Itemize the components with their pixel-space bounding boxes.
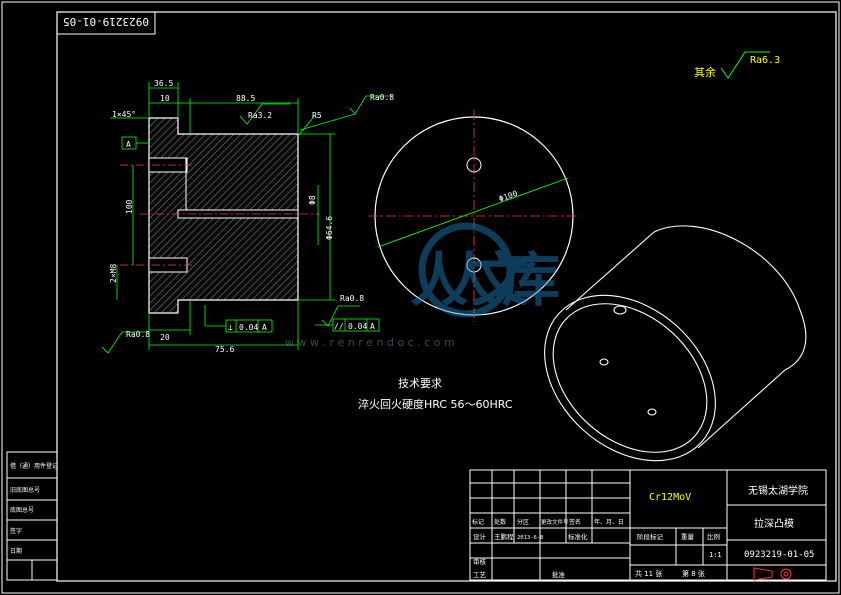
tb-date: 2013-6-8: [517, 535, 544, 541]
dim-2xm8: 2×M8: [109, 264, 118, 283]
drawing-number: 0923219-01-05: [744, 550, 814, 560]
tb-scale-label: 比例: [707, 532, 720, 541]
tb-scale-value: 1:1: [709, 551, 722, 559]
tol-par-val: 0.04: [348, 322, 367, 331]
dim-phi64: Φ64.6: [325, 216, 334, 240]
dim-r5: R5: [312, 111, 322, 120]
dim-phi8: Φ8: [308, 195, 317, 205]
tb-row-mark: 标记: [472, 518, 484, 526]
tol-par-sym: //: [334, 322, 344, 331]
material: Cr12MoV: [649, 492, 691, 503]
strip-label-4: 日期: [10, 547, 22, 555]
tb-row-changedoc: 更改文件号: [541, 518, 569, 526]
watermark-url: w w w . r e n r e n d o c . c o m: [285, 336, 455, 349]
watermark: 人人文库 w w w . r e n r e n d o c . c o m: [285, 222, 560, 349]
tol-perp-val: 0.04: [239, 323, 258, 332]
strip-label-1: 旧底图总号: [10, 486, 40, 494]
left-registration-strip: [6, 451, 58, 581]
tb-row-count: 处数: [494, 518, 506, 526]
strip-label-2: 底图总号: [10, 506, 34, 514]
general-roughness: 其余 Ra6.3: [694, 51, 780, 79]
part-name: 拉深凸模: [754, 517, 794, 530]
inner-frame: [56, 11, 837, 582]
tech-req-title: 技术要求: [398, 377, 442, 390]
mirrored-drawing-number: 0923219-01-05: [63, 15, 149, 28]
tb-stage-label: 阶段标记: [637, 532, 664, 541]
tb-row-zone: 分区: [517, 518, 529, 526]
tol-par-ref: A: [370, 322, 375, 331]
roughness-0-8-b: Ra0.8: [126, 330, 150, 339]
roughness-3-2: Ra3.2: [248, 111, 272, 120]
dim-88-5: 88.5: [236, 94, 255, 103]
tb-row-sign: 签名: [569, 518, 581, 526]
roughness-0-8-a: Ra0.8: [370, 93, 394, 102]
tb-sheet-number: 第 8 张: [682, 569, 705, 578]
dim-20: 20: [160, 333, 170, 342]
section-view: 36.5 10 88.5 R5 Ra3.2 Ra0.8 Ra0.8 Ra0.8 …: [101, 79, 394, 354]
roughness-0-8-c: Ra0.8: [340, 294, 364, 303]
projection-symbol-icon: [753, 567, 792, 581]
watermark-brand: 人人文库: [410, 246, 560, 314]
dim-36-5: 36.5: [154, 79, 173, 88]
mirrored-number-box: 0923219-01-05: [56, 11, 156, 35]
technical-requirements: 技术要求 淬火回火硬度HRC 56～60HRC: [358, 377, 513, 411]
tol-perp-sym: ⊥: [228, 323, 233, 332]
tb-weight-label: 重量: [681, 533, 695, 541]
dim-75-6: 75.6: [215, 345, 234, 354]
datum-a: A: [126, 140, 131, 149]
tb-designer: 王鹏程: [494, 532, 514, 541]
tol-perp-ref: A: [262, 323, 267, 332]
chamfer-note: 1×45°: [112, 110, 136, 119]
isometric-view: [544, 225, 807, 462]
strip-label-0: 借（通）用件登记: [10, 462, 58, 470]
tb-review-label: 审核: [473, 557, 487, 566]
dim-100: 100: [125, 199, 134, 214]
tech-req-line1: 淬火回火硬度HRC 56～60HRC: [358, 397, 513, 411]
general-roughness-label: 其余: [694, 65, 716, 79]
tb-row-date: 年、月、日: [594, 518, 624, 526]
tb-std-label: 标准化: [568, 532, 588, 541]
title-block: [469, 469, 827, 581]
tb-approve-label: 批准: [552, 570, 566, 579]
general-roughness-value: Ra6.3: [750, 55, 780, 66]
dim-10: 10: [160, 94, 170, 103]
tb-process-label: 工艺: [473, 571, 487, 579]
school-name: 无锡太湖学院: [748, 484, 808, 497]
strip-label-3: 签字: [10, 527, 22, 535]
tb-sheets-total: 共 11 张: [635, 569, 662, 578]
dim-phi100: Φ100: [498, 189, 519, 204]
tb-design-label: 设计: [473, 532, 487, 541]
